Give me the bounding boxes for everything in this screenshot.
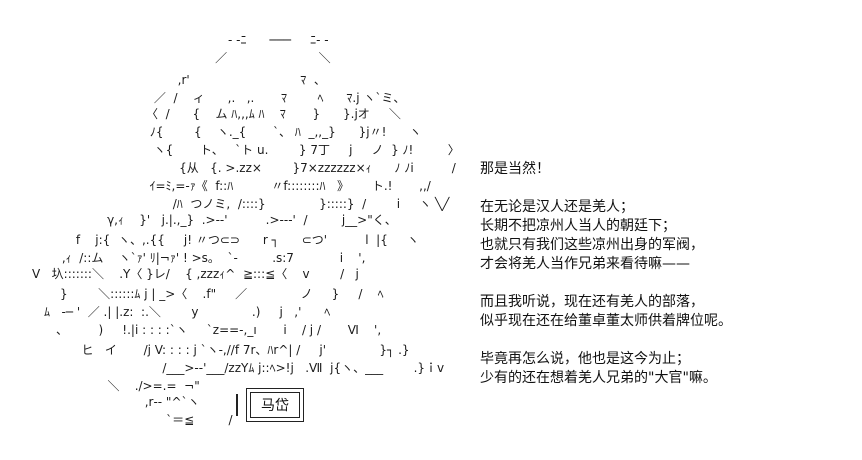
dialogue-line: 毕竟再怎么说，他也是这今为止； <box>480 351 690 367</box>
dialogue-line: 才会将羌人当作兄弟来看待嘛—— <box>480 256 690 272</box>
ascii-art-line: 、 ) !.|i : : : :`ヽ `z==-,_ı i / j / Ⅵ ', <box>56 323 382 337</box>
ascii-art-character: - -ﾆ ─── ﾆ- - ／ ＼ ,r' ﾏ 、 ／ / ィ ,. ,. ﾏ … <box>32 33 460 427</box>
dialogue-spacer <box>480 331 850 350</box>
ascii-art-line: - -ﾆ ─── ﾆ- - <box>228 33 329 47</box>
ascii-art-line: ﾉ{ { ヽ._{ `、 ﾊ _,,_} }j〃! ヽ <box>146 125 422 139</box>
ascii-art-line: γ,ｨ }' j.|.,_} .>-‐' .>‐-‐' / j__>"く、 <box>88 213 397 227</box>
ascii-art-line: ／ ＼ <box>196 51 331 65</box>
dialogue-line: 在无论是汉人还是羌人； <box>480 199 634 215</box>
character-nameplate: 马岱 <box>246 388 304 422</box>
ascii-art-line: ﾑ -─ ' ／ .| |.z: :.＼ y .) j ,' ﾍ <box>44 305 331 319</box>
ascii-art-line: ヒ イ /j V: : : : j `ヽ-,//f 7r、ﾊr^| / j' }… <box>70 343 410 357</box>
ascii-art-line: `＝≦ / <box>128 413 233 427</box>
ascii-art-line: ,ｨ /::ム ヽ`ｧ' ﾘ|¬ｧ' ! >s。 `‐ .s:7 i ', <box>58 251 366 265</box>
dialogue-text: 那是当然！ 在无论是汉人还是羌人； 长期不把凉州人当人的朝廷下； 也就只有我们这些凉州… <box>480 160 850 388</box>
dialogue-line: 少有的还在想着羌人兄弟的"大官"嘛。 <box>480 370 717 386</box>
ascii-art-line: ,r' ﾏ 、 <box>170 73 326 87</box>
ascii-art-line: ／ / ィ ,. ,. ﾏ ﾍ ﾏ.j ヽ`ミ、 <box>150 91 406 105</box>
ascii-art-line: /___>‐‐'___/zzYﾑ j::ﾍ>!j .Ⅶ j{ヽ、___ .}ｉv <box>128 361 445 375</box>
dialogue-line: 似乎现在还在给董卓董太师供着牌位呢。 <box>480 313 732 329</box>
dialogue-line: 那是当然！ <box>480 161 550 177</box>
ascii-art-line: f j:{ ヽ、,.{{ j! 〃つ⊂⊃ r ┐ ⊂つ' l |{ ヽ <box>72 233 419 247</box>
dialogue-line: 也就只有我们这些凉州出身的军阀， <box>480 237 704 253</box>
dialogue-spacer <box>480 274 850 293</box>
dialogue-line: 长期不把凉州人当人的朝廷下； <box>480 218 676 234</box>
ascii-art-line: {从 {. >.zz× }7×zzzzzz×ｨ ﾉ ﾉi / <box>160 161 456 175</box>
nameplate-label: 马岱 <box>261 398 289 414</box>
ascii-art-line: ヽ{ ト、 `ト u. } 7丁 j ノ } ﾉ! 〉 <box>146 143 460 157</box>
ascii-art-line: } ＼::::::ﾑ j | _>〈 .f" ／ ノ } / ﾍ <box>60 287 384 301</box>
ascii-art-line: /ﾊ つノミ, /::::} }:::::} / i ヽ ╲╱ <box>146 197 450 211</box>
ascii-art-line: ｲ=ﾐ,=-ｧ《 f::ﾊ 〃f::::::::ﾊ 》 ト.! ,,/ <box>138 179 431 193</box>
ascii-art-line: ＼ ./>=.= ¬" <box>96 379 200 393</box>
ascii-art-line: V 圦:::::::＼ .Y〈 }レ/ { ,zzzｨ^ ≧:::≦〈 v / … <box>32 267 359 281</box>
ascii-art-line: 〈 / { ム ﾊ,,,ﾑ ﾊ ﾏ } }.jオ ＼ <box>146 107 401 121</box>
dialogue-line: 而且我听说，现在还有羌人的部落， <box>480 294 704 310</box>
nameplate-divider <box>236 394 238 416</box>
dialogue-spacer <box>480 179 850 198</box>
ascii-art-line: ,r‐‐ "^`ヽ <box>118 395 200 409</box>
